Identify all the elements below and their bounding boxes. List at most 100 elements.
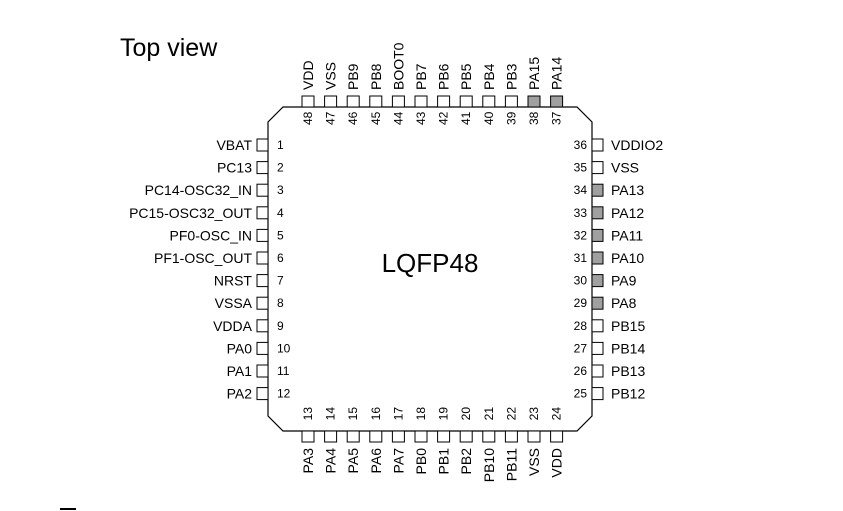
pin-24-name: VDD	[549, 448, 565, 478]
pin-35-name: VSS	[611, 160, 639, 176]
pin-18-pad	[414, 430, 428, 443]
pin-2-name: PC13	[217, 160, 252, 176]
pin-29-pad	[591, 296, 604, 310]
package-body	[267, 106, 593, 432]
pin-7-name: NRST	[214, 273, 253, 289]
pin-22-name: PB11	[503, 448, 519, 481]
pin-11-name: PA1	[227, 363, 253, 379]
pin-2-number: 2	[277, 161, 284, 175]
pin-32-number: 32	[574, 228, 588, 242]
pin-37-number: 37	[550, 111, 564, 125]
pin-8-pad	[256, 296, 269, 310]
pin-33-number: 33	[574, 206, 588, 220]
pin-45-pad	[369, 95, 383, 108]
pin-5-number: 5	[277, 228, 284, 242]
pin-38-name: PA15	[526, 57, 542, 90]
pin-42-number: 42	[437, 111, 451, 125]
pin-31-pad	[591, 251, 604, 265]
pin-31-name: PA10	[611, 250, 644, 266]
pin-19-pad	[437, 430, 451, 443]
pin-43-pad	[414, 95, 428, 108]
pin-43-number: 43	[414, 111, 428, 125]
pin-16-number: 16	[369, 407, 383, 421]
pin-11-pad	[256, 364, 269, 378]
pin-48-name: VDD	[300, 60, 316, 90]
pin-40-pad	[482, 95, 496, 108]
pin-38-pad	[527, 95, 541, 108]
pin-12-name: PA2	[227, 386, 253, 402]
pin-28-name: PB15	[611, 318, 645, 334]
pin-21-number: 21	[482, 407, 496, 421]
pin-39-name: PB3	[503, 63, 519, 90]
pin-36-name: VDDIO2	[611, 137, 663, 153]
pin-17-name: PA7	[390, 448, 406, 474]
pin-17-number: 17	[391, 407, 405, 421]
pin-41-number: 41	[459, 111, 473, 125]
pin-3-pad	[256, 183, 269, 197]
pin-41-pad	[459, 95, 473, 108]
pin-48-pad	[301, 95, 315, 108]
pin-24-pad	[550, 430, 564, 443]
pin-37-name: PA14	[549, 57, 565, 90]
pin-22-number: 22	[504, 407, 518, 421]
pin-35-pad	[591, 161, 604, 175]
pin-15-name: PA5	[345, 448, 361, 474]
pin-30-name: PA9	[611, 273, 637, 289]
pin-14-name: PA4	[323, 448, 339, 474]
pin-23-name: VSS	[526, 448, 542, 476]
pin-25-name: PB12	[611, 386, 645, 402]
pin-25-number: 25	[574, 387, 588, 401]
pin-29-number: 29	[574, 296, 588, 310]
pin-19-number: 19	[437, 407, 451, 421]
pin-17-pad	[391, 430, 405, 443]
pin-41-name: PB5	[458, 63, 474, 90]
pin-30-number: 30	[574, 274, 588, 288]
pin-45-name: PB8	[368, 63, 384, 90]
pin-3-name: PC14-OSC32_IN	[145, 182, 252, 198]
pin-32-pad	[591, 228, 604, 242]
pin-10-number: 10	[277, 341, 291, 355]
pin-23-number: 23	[527, 407, 541, 421]
pin-48-number: 48	[301, 111, 315, 125]
pin-16-pad	[369, 430, 383, 443]
pin-26-number: 26	[574, 364, 588, 378]
pin-14-number: 14	[324, 407, 338, 421]
pin-34-number: 34	[574, 183, 588, 197]
pin-10-pad	[256, 341, 269, 355]
pin-13-pad	[301, 430, 315, 443]
pin-4-name: PC15-OSC32_OUT	[129, 205, 252, 221]
pin-35-number: 35	[574, 161, 588, 175]
pin-44-pad	[391, 95, 405, 108]
pin-13-number: 13	[301, 407, 315, 421]
pin-38-number: 38	[527, 111, 541, 125]
pin-10-name: PA0	[227, 340, 253, 356]
pin-47-number: 47	[324, 111, 338, 125]
pin-33-pad	[591, 206, 604, 220]
pin-18-number: 18	[414, 407, 428, 421]
pin-1-number: 1	[277, 138, 284, 152]
pin-7-number: 7	[277, 274, 284, 288]
pin-28-number: 28	[574, 319, 588, 333]
pin-23-pad	[527, 430, 541, 443]
pin-16-name: PA6	[368, 448, 384, 474]
pin-46-pad	[346, 95, 360, 108]
pin-25-pad	[591, 387, 604, 401]
pin-29-name: PA8	[611, 295, 637, 311]
pin-24-number: 24	[550, 407, 564, 421]
pin-47-name: VSS	[323, 62, 339, 90]
pin-39-pad	[504, 95, 518, 108]
pin-39-number: 39	[504, 111, 518, 125]
pin-33-name: PA12	[611, 205, 644, 221]
pin-37-pad	[550, 95, 564, 108]
pin-19-name: PB1	[436, 448, 452, 475]
pin-42-name: PB6	[436, 63, 452, 90]
pin-1-name: VBAT	[216, 137, 252, 153]
pin-20-pad	[459, 430, 473, 443]
pin-21-name: PB10	[481, 448, 497, 482]
pin-42-pad	[437, 95, 451, 108]
pin-27-pad	[591, 341, 604, 355]
pin-46-name: PB9	[345, 63, 361, 90]
pin-44-number: 44	[391, 111, 405, 125]
